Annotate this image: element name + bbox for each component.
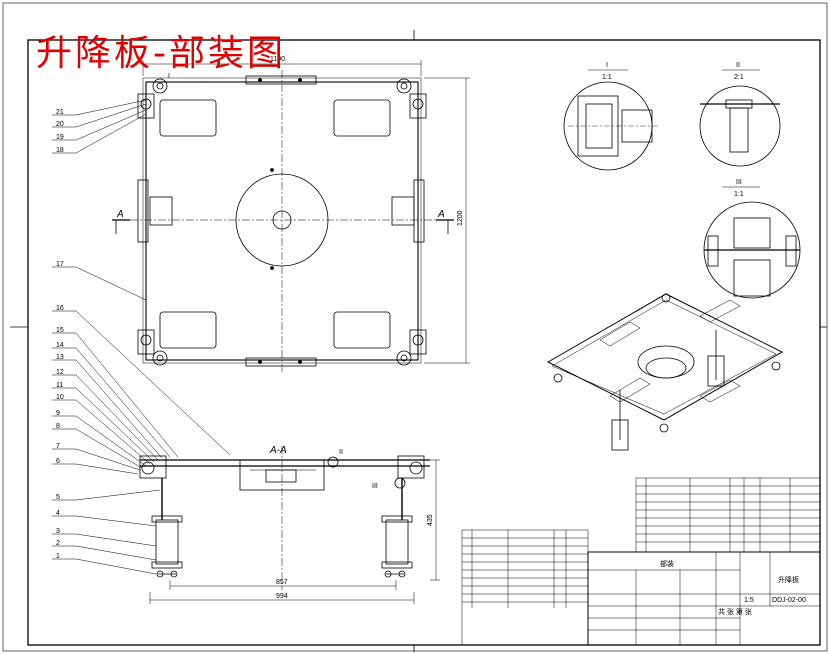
part-name: 升降板 <box>778 575 799 584</box>
balloon-14: 14 <box>56 342 64 349</box>
scale-mark: 1:5 <box>744 597 754 604</box>
section-marker-left: A <box>116 209 124 220</box>
balloon-17: 17 <box>56 261 64 268</box>
sheet-mark: 共 张 第 张 <box>718 607 752 616</box>
title-block-name: 部装 <box>660 559 674 568</box>
balloon-7: 7 <box>56 443 60 450</box>
balloon-20: 20 <box>56 121 64 128</box>
balloon-6: 6 <box>56 458 60 465</box>
balloon-leaders <box>52 99 231 575</box>
section-detail-marker-b: III <box>372 483 378 490</box>
balloon-4: 4 <box>56 510 60 517</box>
section-labels: A-A A A <box>116 209 445 456</box>
drawing-title: 升降板-部装图 <box>36 33 286 74</box>
dim-inner-width: 857 <box>276 579 288 586</box>
dim-height: 1200 <box>457 210 464 226</box>
dim-top-width: 1190 <box>270 56 285 63</box>
section-view-a-a <box>139 446 440 604</box>
plan-view <box>112 60 470 372</box>
drawing-number: DDJ-02-00 <box>772 597 806 604</box>
balloon-2: 2 <box>56 540 60 547</box>
dim-outer-width: 994 <box>276 593 288 600</box>
balloon-3: 3 <box>56 528 60 535</box>
parts-list-right <box>635 477 821 553</box>
detail-ii-scale: 2:1 <box>734 74 744 81</box>
parts-list-left <box>461 529 589 646</box>
balloon-19: 19 <box>56 134 64 141</box>
title-block-texts: 部装 升降板 DDJ-02-00 1:5 共 张 第 张 <box>660 559 806 616</box>
balloon-13: 13 <box>56 354 64 361</box>
balloon-16: 16 <box>56 305 64 312</box>
title-block <box>587 551 821 646</box>
detail-iii-id: III <box>736 179 742 186</box>
balloon-21: 21 <box>56 109 64 116</box>
plan-detail-marker: I <box>168 73 170 80</box>
balloon-12: 12 <box>56 369 64 376</box>
section-marker-right: A <box>437 209 445 220</box>
balloon-15: 15 <box>56 327 64 334</box>
section-detail-marker-a: II <box>339 449 343 456</box>
balloon-8: 8 <box>56 423 60 430</box>
detail-labels: I 1:1 II 2:1 III 1:1 I II III <box>168 62 744 490</box>
detail-ii-id: II <box>736 62 740 69</box>
dim-section-height: 435 <box>427 514 434 526</box>
section-title: A-A <box>269 445 287 456</box>
detail-i-id: I <box>606 62 608 69</box>
detail-iii-scale: 1:1 <box>734 191 744 198</box>
dimension-texts: 1190 1200 435 857 994 <box>270 56 464 600</box>
balloon-numbers: 21 20 19 18 17 16 15 14 13 12 11 10 9 8 … <box>56 109 64 560</box>
balloon-5: 5 <box>56 494 60 501</box>
detail-view-i <box>563 69 660 171</box>
isometric-view <box>546 293 784 451</box>
detail-view-ii <box>699 69 781 167</box>
balloon-1: 1 <box>56 553 60 560</box>
detail-i-scale: 1:1 <box>602 74 612 81</box>
balloon-11: 11 <box>56 382 63 389</box>
balloon-18: 18 <box>56 147 64 154</box>
balloon-9: 9 <box>56 410 60 417</box>
detail-view-iii <box>703 186 801 299</box>
balloon-10: 10 <box>56 394 64 401</box>
